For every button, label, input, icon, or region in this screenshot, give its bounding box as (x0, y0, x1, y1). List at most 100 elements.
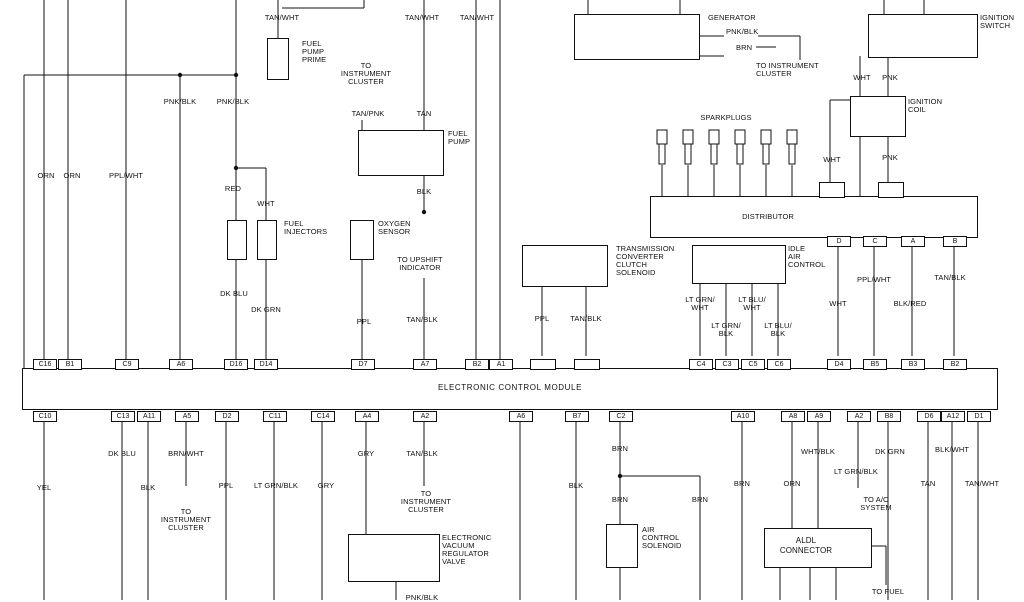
ecm-top-pin: C4 (689, 359, 713, 370)
wire-label: TAN/WHT (964, 479, 1000, 488)
wire-label: PPL (356, 317, 372, 326)
wire-label: TAN/WHT (404, 13, 440, 22)
wire-label: LT GRN/BLK (253, 481, 299, 490)
ecm-top-pin: B1 (58, 359, 82, 370)
generator-box (574, 14, 700, 60)
sparkplugs-label: SPARKPLUGS (700, 113, 752, 122)
distributor-pin: B (943, 236, 967, 247)
aldl-connector-label: ALDL CONNECTOR (779, 536, 833, 555)
to-instrument-cluster-gen-label: TO INSTRUMENT CLUSTER (756, 61, 819, 78)
fuel-injector-right (257, 220, 277, 260)
idle-air-control-label: IDLE AIR CONTROL (788, 244, 826, 269)
ecm-bottom-pin: D1 (967, 411, 991, 422)
wire-label: TAN/PNK (351, 109, 385, 118)
oxygen-sensor-box (350, 220, 374, 260)
wire-label: LT BLU/ WHT (738, 295, 766, 312)
ecm-top-pin: B2 (465, 359, 489, 370)
wire-label: TAN (920, 479, 936, 488)
wire-label: ORN (63, 171, 81, 180)
ecm-bottom-pin: A8 (781, 411, 805, 422)
fuel-injector-left (227, 220, 247, 260)
ecm-top-pin: B3 (901, 359, 925, 370)
wire-label: WHT (829, 299, 847, 308)
wire-label: BRN (733, 479, 751, 488)
wire-label: PPL/WHT (856, 275, 892, 284)
tcc-solenoid-label: TRANSMISSION CONVERTER CLUTCH SOLENOID (616, 244, 675, 277)
wire-label: BRN (691, 495, 709, 504)
wire-label: PNK/BLK (726, 27, 759, 36)
generator-label: GENERATOR (708, 13, 756, 22)
ecm-top-pin-blank (530, 359, 556, 370)
ecm-bottom-pin: B8 (877, 411, 901, 422)
wire-label: GRY (317, 481, 335, 490)
electronic-control-module: ELECTRONIC CONTROL MODULE (22, 368, 998, 410)
to-instrument-cluster-bottom-left-label: TO INSTRUMENT CLUSTER (160, 507, 212, 532)
wire-label: PNK (882, 153, 898, 162)
ecm-top-pin: C3 (715, 359, 739, 370)
oxygen-sensor-label: OXYGEN SENSOR (378, 219, 411, 236)
ignition-coil-box (850, 96, 906, 137)
wire-label: TAN/WHT (264, 13, 300, 22)
wire-label: PPL (534, 314, 550, 323)
ecm-top-pin: A1 (489, 359, 513, 370)
wire-label: DK GRN (251, 305, 281, 314)
wire-label: WHT/BLK (800, 447, 836, 456)
wire-label: DK BLU (108, 449, 136, 458)
to-ac-system-label: TO A/C SYSTEM (860, 495, 892, 512)
ecm-bottom-pin: A12 (941, 411, 965, 422)
ecm-top-pin: A6 (169, 359, 193, 370)
wire-label: PNK/BLK (163, 97, 197, 106)
ecm-top-pin: C9 (115, 359, 139, 370)
wire-label: TAN/WHT (459, 13, 495, 22)
ecm-top-pin: C5 (741, 359, 765, 370)
ecm-top-pin: C16 (33, 359, 57, 370)
to-instrument-cluster-bottom-mid-label: TO INSTRUMENT CLUSTER (400, 489, 452, 514)
fuel-pump-label: FUEL PUMP (448, 129, 471, 146)
wire-label: PNK/BLK (216, 97, 250, 106)
wire-label: WHT (823, 155, 841, 164)
ignition-coil-label: IGNITION COIL (908, 97, 943, 114)
tcc-solenoid-box (522, 245, 608, 287)
wire-label: TAN/BLK (406, 449, 438, 458)
distributor-pin: D (827, 236, 851, 247)
ecm-top-pin: A7 (413, 359, 437, 370)
ecm-top-pin: D14 (254, 359, 278, 370)
ecm-bottom-pin: C13 (111, 411, 135, 422)
ecm-top-pin: C6 (767, 359, 791, 370)
ignition-switch-label: IGNITION SWITCH (980, 13, 1015, 30)
ecm-bottom-pin: A9 (807, 411, 831, 422)
wire-label: BLK (416, 187, 432, 196)
wire-label: BRN (736, 43, 753, 52)
wire-label: WHT (257, 199, 275, 208)
wire-label: BLK (140, 483, 156, 492)
ecm-bottom-pin: A4 (355, 411, 379, 422)
ecm-bottom-pin: A6 (509, 411, 533, 422)
distributor-cap-right (878, 182, 904, 198)
distributor-pin: C (863, 236, 887, 247)
ecm-bottom-pin: A2 (847, 411, 871, 422)
wire-label: LT GRN/ WHT (685, 295, 715, 312)
ecm-top-pin: B5 (863, 359, 887, 370)
ecm-top-pin: D7 (351, 359, 375, 370)
fuel-injectors-label: FUEL INJECTORS (284, 219, 328, 236)
ecm-bottom-pin: C11 (263, 411, 287, 422)
ecm-top-pin: D16 (224, 359, 248, 370)
wire-label: TAN (416, 109, 432, 118)
to-upshift-indicator-label: TO UPSHIFT INDICATOR (397, 255, 443, 272)
wire-label: PNK/BLK (405, 593, 439, 602)
wire-label: PNK (882, 73, 898, 82)
fuel-pump-box (358, 130, 444, 176)
ecm-title: ELECTRONIC CONTROL MODULE (437, 383, 583, 392)
evrv-box (348, 534, 440, 582)
ecm-bottom-pin: A10 (731, 411, 755, 422)
to-instrument-cluster-label: TO INSTRUMENT CLUSTER (340, 61, 392, 86)
to-fuel-label: TO FUEL (871, 587, 905, 596)
ecm-bottom-pin: B7 (565, 411, 589, 422)
ecm-bottom-pin: C2 (609, 411, 633, 422)
wire-label: PPL/WHT (108, 171, 144, 180)
ignition-switch-box (868, 14, 978, 58)
wire-label: YEL (36, 483, 52, 492)
wire-label: ORN (783, 479, 801, 488)
wire-label: ORN (37, 171, 55, 180)
sparkplug-icons (656, 129, 798, 165)
